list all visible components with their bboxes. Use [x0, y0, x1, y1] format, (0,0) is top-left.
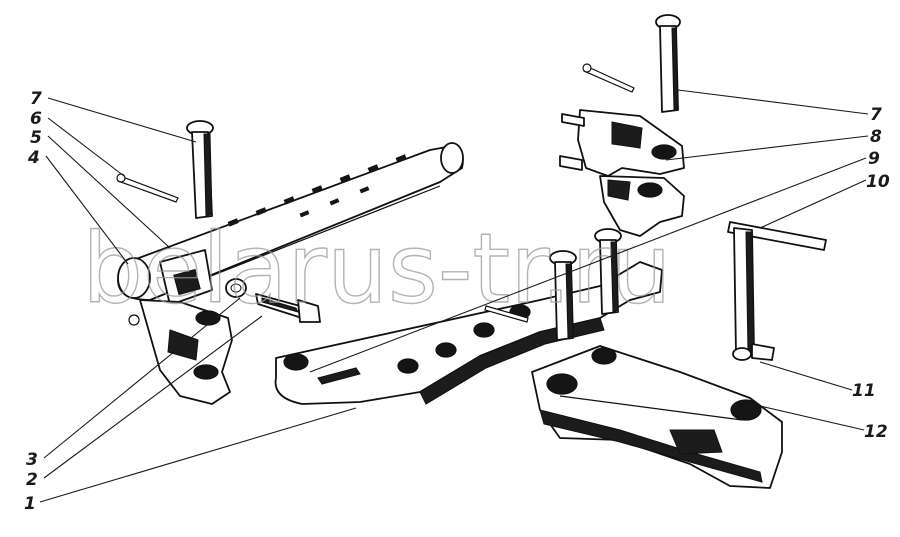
callout-9: 9	[868, 149, 880, 169]
upper-bracket	[559, 109, 685, 237]
leader-7-right	[677, 89, 869, 115]
watermark-text: belarus-tr.ru	[82, 213, 672, 325]
leader-7-left	[47, 97, 197, 143]
cotter-pin-right	[582, 63, 635, 93]
callout-5: 5	[30, 128, 42, 148]
leader-10	[759, 179, 867, 229]
callout-2: 2	[26, 470, 38, 490]
leader-lines	[39, 89, 869, 503]
leader-4	[45, 155, 129, 265]
callout-12: 12	[864, 422, 888, 442]
callout-7-right: 7	[870, 105, 882, 125]
callout-4: 4	[27, 148, 40, 168]
cotter-pin-left	[116, 173, 179, 203]
washer	[225, 278, 247, 298]
leader-3	[43, 297, 241, 459]
leader-9	[309, 157, 867, 373]
callout-8: 8	[870, 127, 882, 147]
link-pin-a	[549, 250, 577, 341]
slotted-shaft	[117, 142, 464, 306]
leader-6	[47, 117, 125, 177]
pin-right	[655, 14, 681, 113]
leader-1	[39, 407, 357, 503]
leader-11	[759, 361, 853, 391]
leader-8	[665, 135, 869, 161]
callout-labels: 7 6 5 4 3 2 1 7 8 9 10 11 12	[24, 89, 890, 514]
callout-3: 3	[26, 450, 38, 470]
callout-7-left: 7	[30, 89, 42, 109]
leader-5	[47, 135, 171, 249]
lower-bracket-left	[128, 299, 233, 405]
leader-2	[43, 315, 263, 479]
double-link	[531, 345, 783, 489]
small-cotter	[484, 305, 529, 323]
callout-1: 1	[24, 494, 36, 514]
bolt	[255, 293, 321, 323]
callout-6: 6	[30, 109, 42, 129]
leader-12	[759, 405, 865, 431]
pin-left	[186, 120, 214, 219]
callout-11: 11	[852, 381, 876, 401]
link-pin-b	[594, 228, 622, 315]
t-handle-pin	[727, 221, 827, 361]
callout-10: 10	[866, 172, 890, 192]
